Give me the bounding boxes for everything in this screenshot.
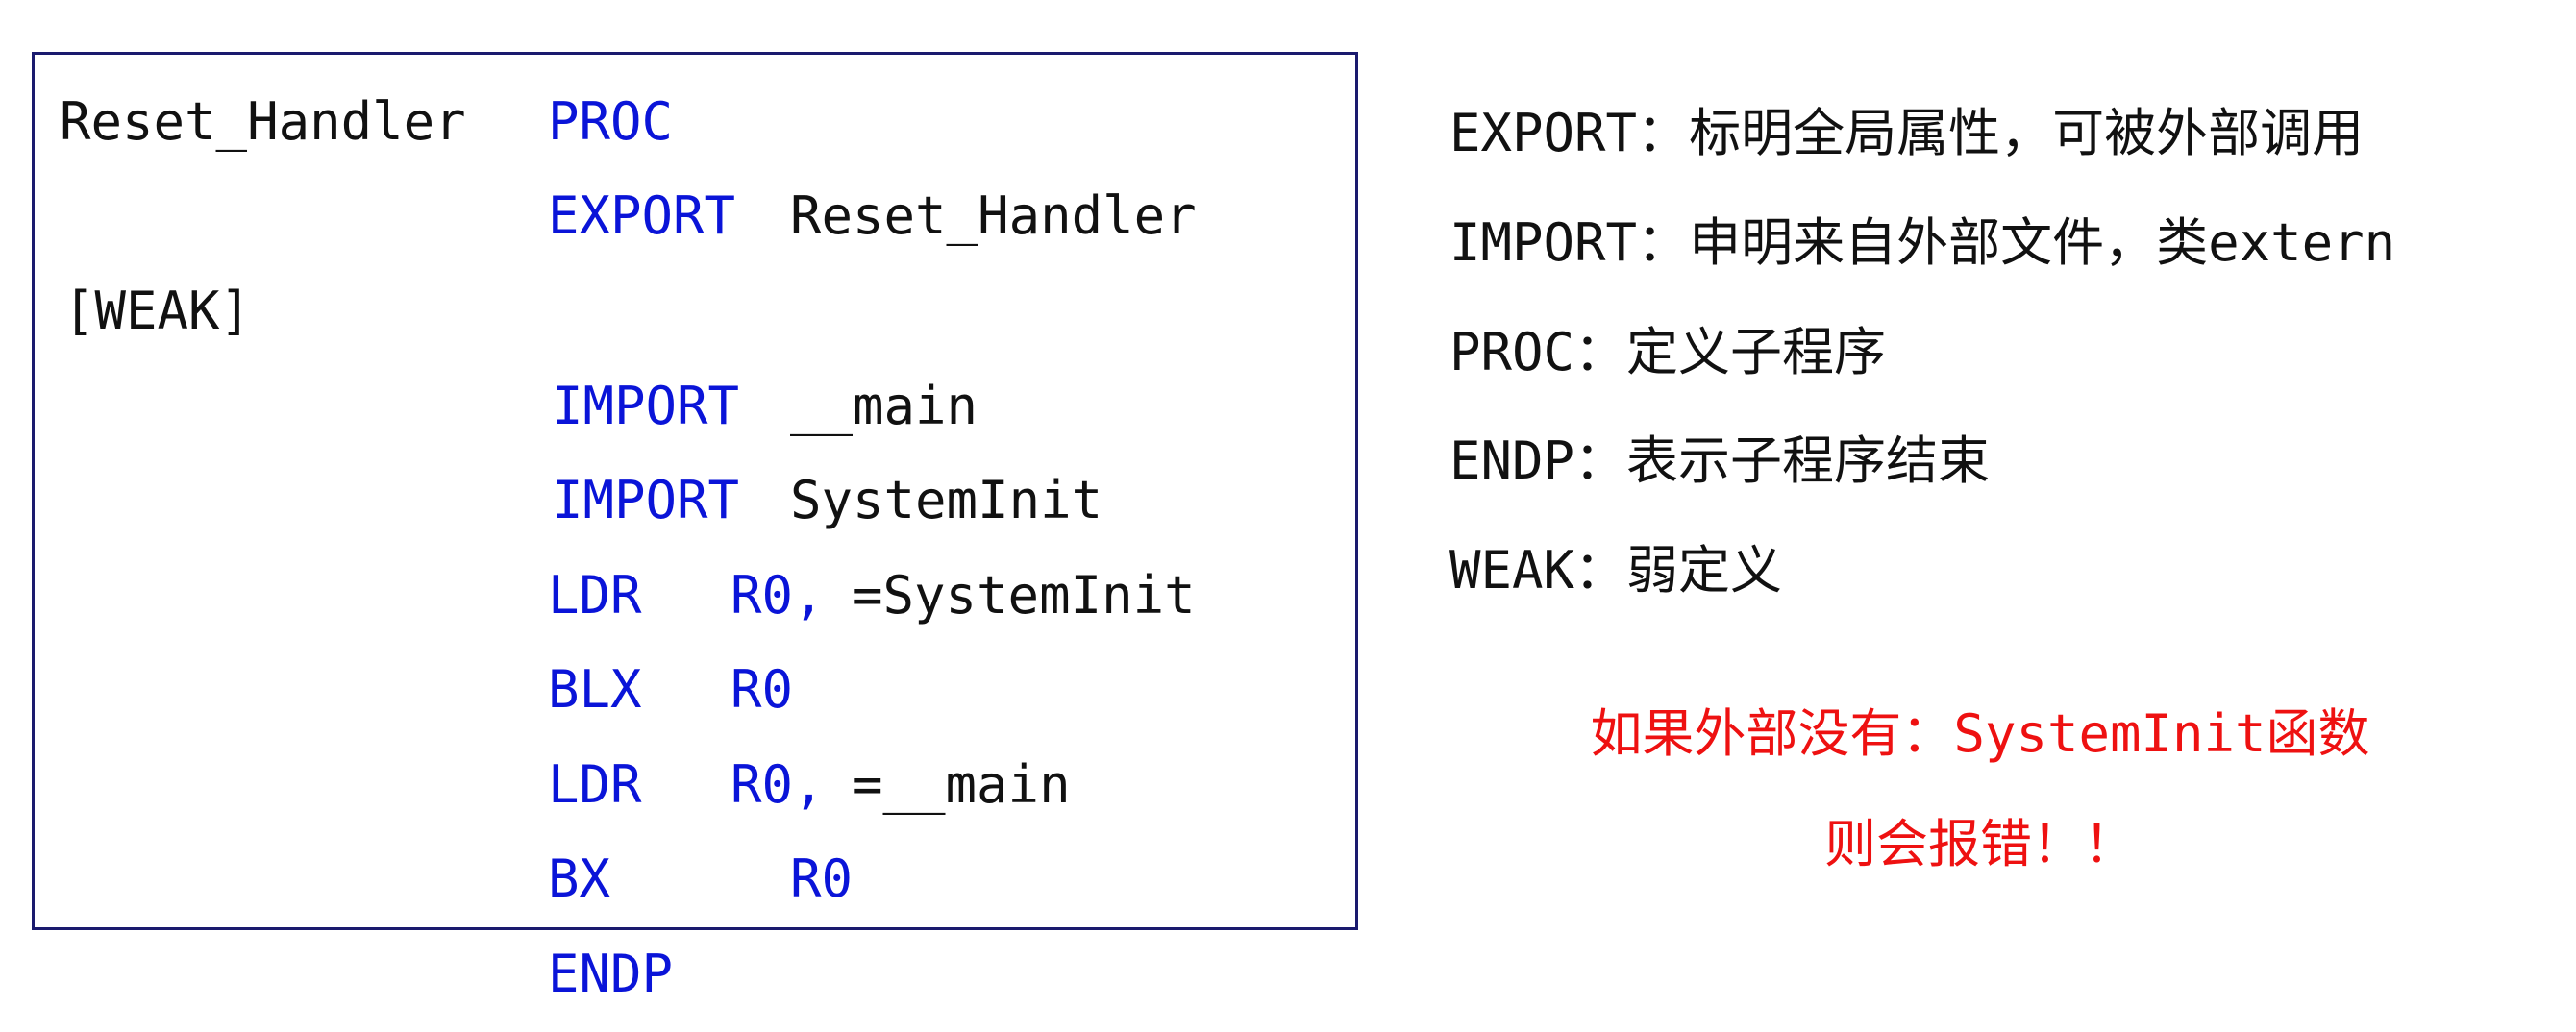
import-main-argument: __main xyxy=(790,376,978,436)
warning-line-2: 则会报错！！ xyxy=(1824,814,2136,874)
bx-register: R0 xyxy=(790,848,854,909)
keyword-export: EXPORT xyxy=(548,185,736,246)
label-reset-handler: Reset_Handler xyxy=(60,91,466,152)
export-argument: Reset_Handler xyxy=(790,185,1197,246)
keyword-blx: BLX xyxy=(548,659,642,720)
ldr-2-argument: =__main xyxy=(852,754,1071,815)
keyword-endp: ENDP xyxy=(548,944,674,1004)
ldr-1-argument: =SystemInit xyxy=(852,565,1196,626)
ldr-2-register: R0, xyxy=(731,754,825,815)
blx-register: R0 xyxy=(731,659,794,720)
note-export: EXPORT：标明全局属性，可被外部调用 xyxy=(1449,103,2365,163)
ldr-1-register: R0, xyxy=(731,565,825,626)
keyword-bx: BX xyxy=(548,848,611,909)
note-endp: ENDP：表示子程序结束 xyxy=(1449,430,1991,491)
keyword-ldr-2: LDR xyxy=(548,754,642,815)
note-weak: WEAK：弱定义 xyxy=(1449,540,1783,601)
warning-line-1: 如果外部没有：SystemInit函数 xyxy=(1590,703,2370,764)
code-box xyxy=(32,52,1358,930)
weak-attribute: [WEAK] xyxy=(63,281,252,341)
keyword-ldr-1: LDR xyxy=(548,565,642,626)
import-systeminit-argument: SystemInit xyxy=(790,470,1103,530)
note-import: IMPORT：申明来自外部文件，类extern xyxy=(1449,212,2396,273)
keyword-proc: PROC xyxy=(548,91,674,152)
note-proc: PROC：定义子程序 xyxy=(1449,322,1887,382)
keyword-import-systeminit: IMPORT xyxy=(552,470,740,530)
keyword-import-main: IMPORT xyxy=(552,376,740,436)
